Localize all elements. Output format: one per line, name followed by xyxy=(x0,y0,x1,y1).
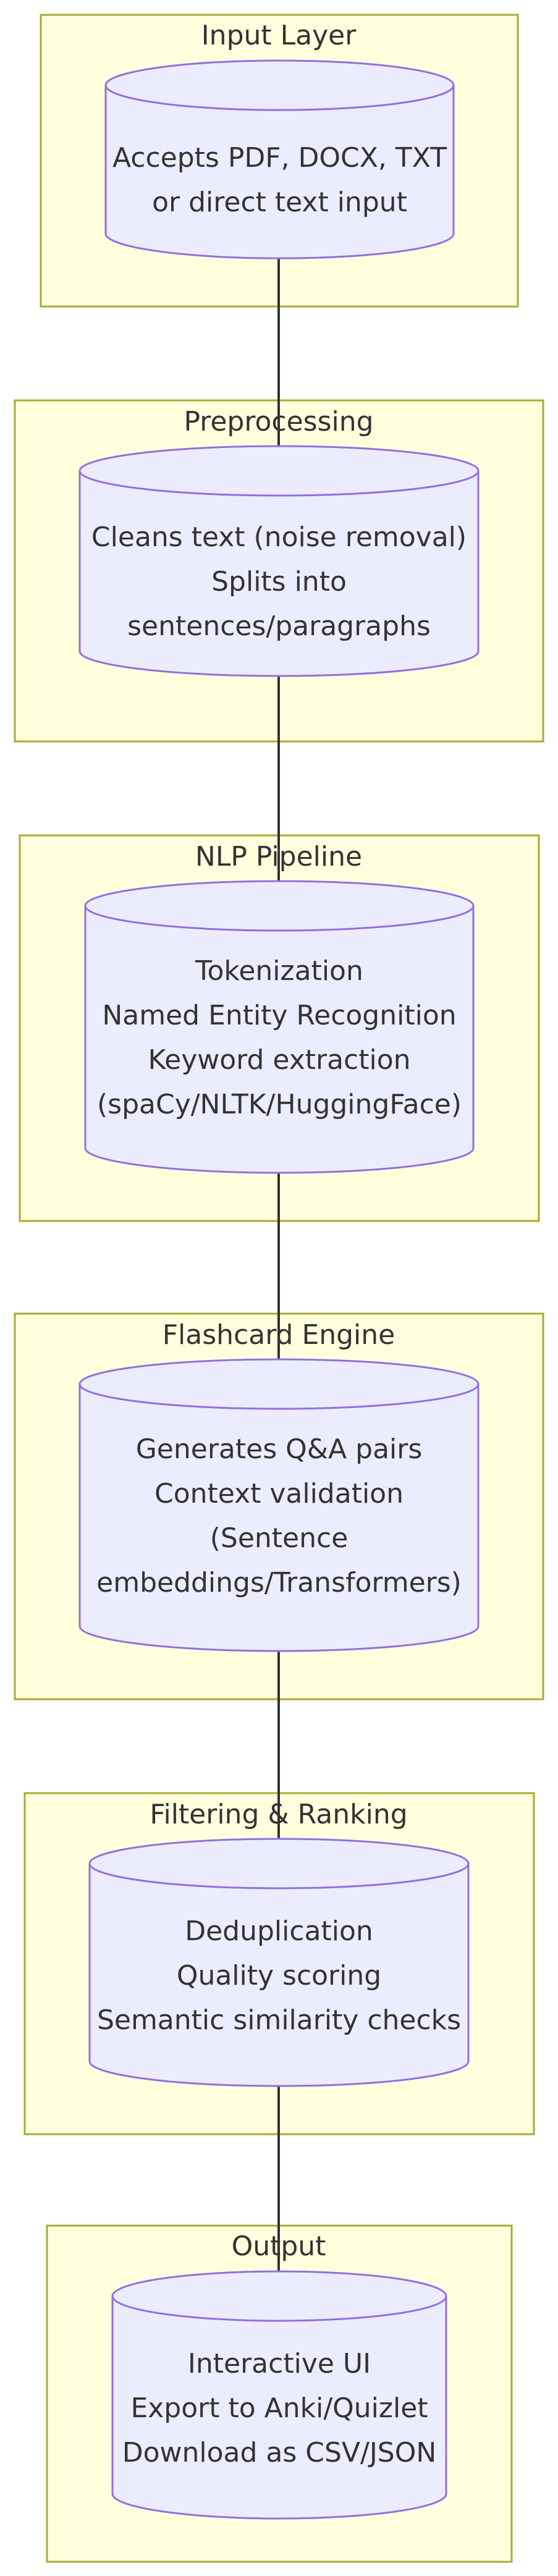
cylinder-body xyxy=(88,1838,470,2087)
cylinder-top-rim xyxy=(84,905,475,932)
cylinder-top-rim xyxy=(88,1863,470,1890)
node-text-line: Semantic similarity checks xyxy=(97,2004,461,2036)
node-text-line: Quality scoring xyxy=(177,1960,381,1991)
node-text-line: Deduplication xyxy=(185,1915,373,1947)
node-text-line: embeddings/Transformers) xyxy=(96,1567,462,1598)
node-output: Interactive UI Export to Anki/QuizletDown… xyxy=(111,2270,447,2520)
cylinder-body xyxy=(78,445,480,677)
node-text-line: Interactive UI xyxy=(188,2348,371,2380)
node-text-line: (Sentence xyxy=(210,1522,349,1554)
node-text-line: Generates Q&A pairs xyxy=(136,1434,423,1465)
node-text-line: Accepts PDF, DOCX, TXT xyxy=(112,142,447,174)
node-preprocessing: Cleans text (noise removal) Splits into se… xyxy=(78,445,480,677)
node-text-line: sentences/paragraphs xyxy=(127,610,431,642)
node-text-line: Splits into xyxy=(211,566,347,598)
cylinder-top-rim xyxy=(111,2295,447,2322)
cylinder-top-rim xyxy=(78,470,480,497)
node-text-line: Keyword extraction xyxy=(148,1044,410,1076)
cylinder-top-rim xyxy=(104,85,455,111)
cylinder-body xyxy=(111,2270,447,2520)
cluster-title: Input Layer xyxy=(201,20,357,51)
node-text-line: Cleans text (noise removal) xyxy=(91,522,467,553)
node-text-line: Download as CSV/JSON xyxy=(122,2437,437,2468)
node-text-line: Export to Anki/Quizlet xyxy=(130,2392,428,2424)
node-text-line: or direct text input xyxy=(152,187,407,218)
node-text-line: Context validation xyxy=(154,1478,404,1510)
cylinder-body xyxy=(78,1358,480,1652)
node-text-line: Named Entity Recognition xyxy=(102,1000,456,1031)
cylinder-body xyxy=(84,880,475,1174)
node-text-line: Tokenization xyxy=(195,955,363,987)
node-text-line: (spaCy/NLTK/HuggingFace) xyxy=(97,1089,462,1120)
cylinder-body xyxy=(104,59,455,260)
node-input-layer: Accepts PDF, DOCX, TXT or direct text inp… xyxy=(104,59,455,260)
cylinder-top-rim xyxy=(78,1383,480,1410)
